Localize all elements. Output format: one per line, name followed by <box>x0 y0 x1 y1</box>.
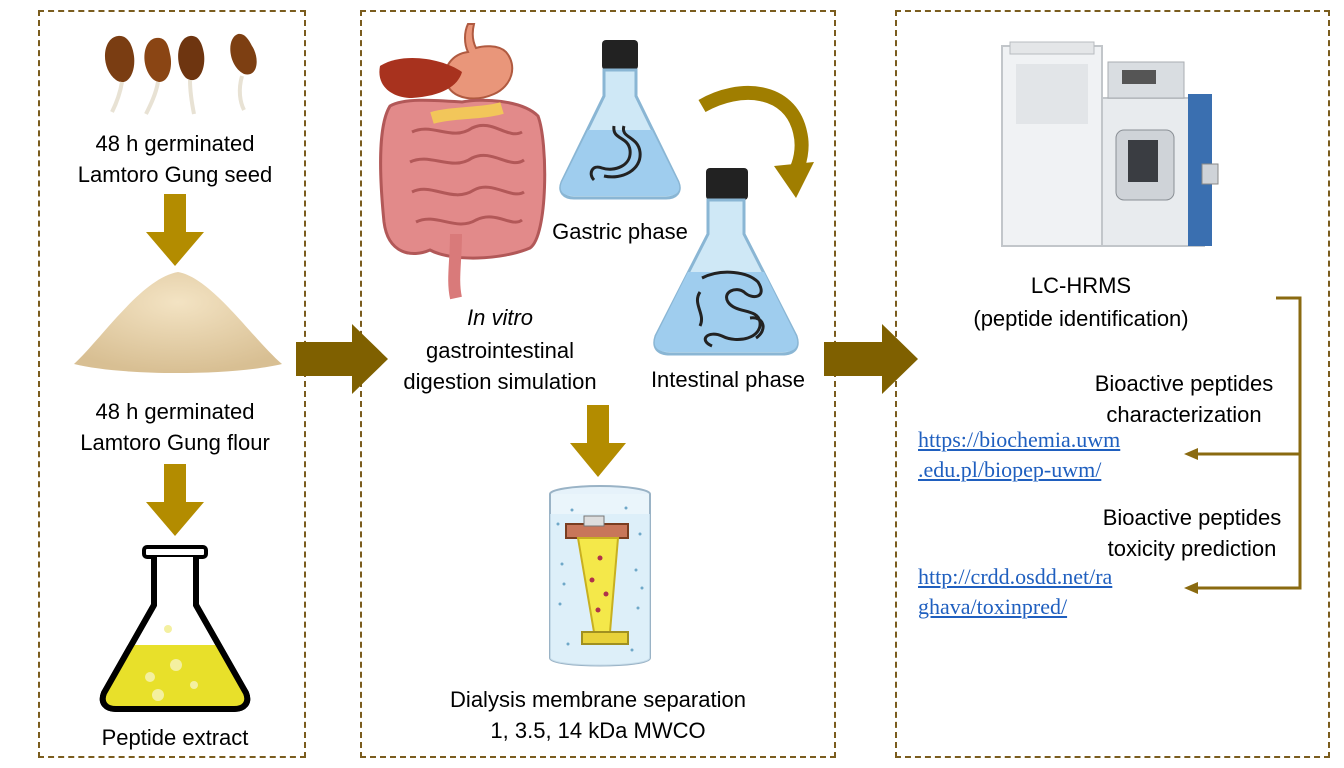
bracket-connector-icon <box>1184 296 1302 594</box>
toxinpred-link-line1[interactable]: http://crdd.osdd.net/ra <box>918 564 1113 589</box>
arrow-down-icon <box>570 405 626 477</box>
characterization-label-line2: characterization <box>1106 402 1262 427</box>
panel-identification <box>895 10 1330 758</box>
seed-label-line2: Lamtoro Gung seed <box>77 162 273 187</box>
gastric-phase-label: Gastric phase <box>552 219 688 244</box>
flour-pile-icon <box>74 272 282 373</box>
characterization-label-line1: Bioactive peptides <box>1094 371 1274 396</box>
dialysis-label-line1: Dialysis membrane separation <box>450 687 746 712</box>
lc-hrms-instrument-icon <box>1001 41 1219 247</box>
dialysis-icon <box>549 485 651 667</box>
flour-label-line2: Lamtoro Gung flour <box>80 430 270 455</box>
gi-label-line2: gastrointestinal <box>426 338 574 363</box>
flask-icon <box>99 545 251 712</box>
arrow-down-icon <box>146 194 204 266</box>
toxinpred-link-line2[interactable]: ghava/toxinpred/ <box>918 594 1068 619</box>
digestive-system-icon <box>379 23 547 300</box>
dialysis-label-line2: 1, 3.5, 14 kDa MWCO <box>490 718 706 743</box>
arrow-right-icon <box>824 324 918 394</box>
seed-icon <box>104 33 257 115</box>
arrow-right-icon <box>296 324 388 394</box>
peptide-extract-label: Peptide extract <box>101 725 249 750</box>
lc-hrms-label: LC-HRMS <box>1030 273 1132 298</box>
intestinal-phase-label: Intestinal phase <box>650 367 806 392</box>
panel-sample-preparation <box>38 10 306 758</box>
curved-arrow-icon <box>698 86 814 198</box>
intestinal-flask-icon <box>653 168 799 356</box>
in-vitro-label: In vitro <box>466 305 534 330</box>
lc-hrms-sublabel: (peptide identification) <box>973 306 1189 331</box>
biopep-link-line1[interactable]: https://biochemia.uwm <box>918 427 1121 452</box>
flour-label-line1: 48 h germinated <box>95 399 255 424</box>
biopep-link-line2[interactable]: .edu.pl/biopep-uwm/ <box>918 457 1102 482</box>
arrow-down-icon <box>146 464 204 536</box>
gastric-flask-icon <box>559 40 681 200</box>
toxicity-label-line2: toxicity prediction <box>1107 536 1277 561</box>
gi-label-line3: digestion simulation <box>403 369 597 394</box>
seed-label-line1: 48 h germinated <box>95 131 255 156</box>
toxicity-label-line1: Bioactive peptides <box>1102 505 1282 530</box>
